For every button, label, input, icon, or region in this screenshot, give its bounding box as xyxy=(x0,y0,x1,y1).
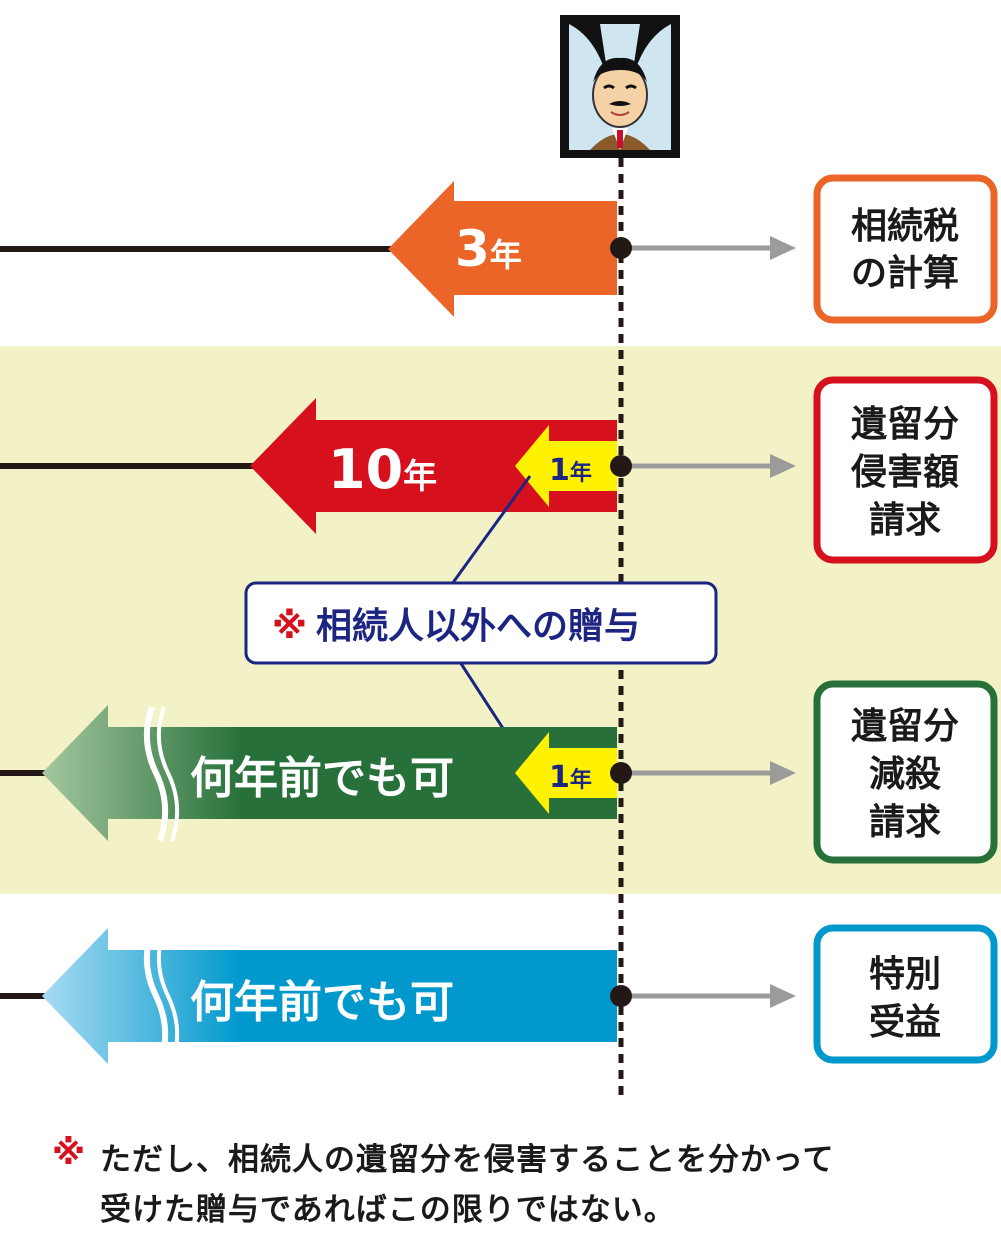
row-special-pointer xyxy=(770,984,796,1008)
row-reduction-box-line3: 請求 xyxy=(869,802,941,843)
row-reduction-pointer xyxy=(770,761,796,785)
note-line-2: 受けた贈与であればこの限りではない。 xyxy=(100,1192,676,1228)
row-claim-box-line3: 請求 xyxy=(869,500,941,541)
callout-connector-top xyxy=(450,475,532,585)
row-reduction-arrow xyxy=(42,705,617,841)
row-tax-box xyxy=(813,174,998,324)
row-reduction-point xyxy=(610,762,632,784)
row-special-point xyxy=(610,985,632,1007)
row-reduction-inner-arrow xyxy=(515,732,617,814)
note-mark: ※ xyxy=(52,1133,86,1173)
row-claim-box-line2: 侵害額 xyxy=(850,452,959,493)
note-line-1: ただし、相続人の遺留分を侵害することを分かって xyxy=(100,1142,835,1178)
row-special-arrow xyxy=(42,928,617,1064)
callout-mark: ※ xyxy=(272,606,307,647)
callout-text: 相続人以外への贈与 xyxy=(316,606,640,647)
row-claim-arrow-label: 10年 xyxy=(328,438,437,501)
row-reduction-box xyxy=(813,680,998,864)
row-special-box-line1: 特別 xyxy=(869,954,941,995)
row-tax-point xyxy=(610,237,632,259)
row-special-box-line2: 受益 xyxy=(869,1002,941,1043)
row-reduction-inner-label: 1年 xyxy=(549,760,592,795)
callout-box xyxy=(244,581,718,665)
row-claim-point xyxy=(610,455,632,477)
row-tax-arrow-label: 3年 xyxy=(455,220,522,278)
row-claim-box xyxy=(813,376,998,564)
row-tax-box-line1: 相続税 xyxy=(851,206,959,247)
row-claim-inner-label: 1年 xyxy=(549,453,592,488)
row-tax-box-line2: の計算 xyxy=(851,253,959,294)
row-claim-box-line1: 遺留分 xyxy=(851,404,959,445)
row-reduction-box-line1: 遺留分 xyxy=(851,706,959,747)
row-reduction-box-line2: 減殺 xyxy=(869,754,941,795)
row-special-arrow-label: 何年前でも可 xyxy=(190,977,454,1028)
row-claim-inner-arrow xyxy=(515,425,617,507)
row-reduction-wave-break xyxy=(143,705,169,842)
row-tax-pointer xyxy=(770,236,796,260)
row-reduction-arrow-label: 何年前でも可 xyxy=(190,753,454,804)
row-special-box xyxy=(813,924,998,1064)
deceased-portrait-icon xyxy=(560,15,680,158)
row-claim-arrow xyxy=(250,398,617,534)
row-special-wave-break xyxy=(143,928,169,1065)
row-tax-arrow xyxy=(388,181,617,317)
row-claim-pointer xyxy=(770,454,796,478)
